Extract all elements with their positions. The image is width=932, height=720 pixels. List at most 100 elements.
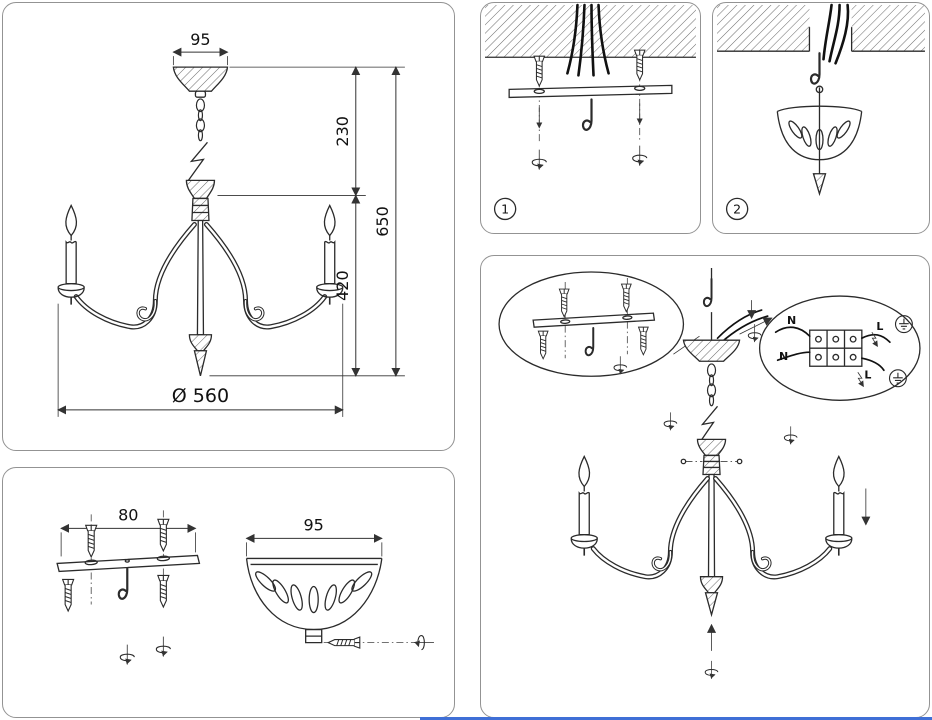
wire-n — [774, 326, 811, 338]
stem-cup — [696, 438, 727, 457]
center-stem — [196, 219, 205, 336]
bottom-accent-line — [420, 717, 932, 720]
dim-diameter: Ø 560 — [57, 303, 344, 417]
chain-icon — [706, 363, 717, 407]
step-2-badge: 2 — [725, 197, 749, 221]
stem-column — [191, 197, 210, 222]
screw-icon — [85, 524, 98, 558]
step-2-number: 2 — [733, 201, 741, 216]
dim-bracket-width-label: 80 — [118, 505, 138, 524]
hook-icon — [117, 567, 129, 600]
screw-icon — [533, 55, 546, 87]
mains-wires — [566, 3, 610, 77]
dimension-drawing: 95 — [57, 30, 405, 417]
screw-icon — [621, 283, 632, 313]
grub-screw-icon — [680, 458, 687, 465]
left-arm — [570, 455, 711, 580]
grub-screw-icon — [736, 458, 743, 465]
stem-column — [702, 454, 721, 476]
voltage-warning-icon — [857, 372, 864, 388]
chandelier-drawing — [57, 66, 344, 376]
rotation-arrow-icon — [532, 150, 546, 170]
bracket-canopy-panel: 80 95 — [2, 467, 455, 718]
rotation-arrow-icon — [414, 636, 434, 650]
hook-icon — [809, 52, 821, 85]
step-1-badge: 1 — [493, 197, 517, 221]
canopy-on-rod — [776, 85, 863, 197]
dim-upper-height-label: 230 — [333, 116, 352, 147]
install-step-1-panel: 1 — [480, 2, 701, 234]
ceiling-canopy — [172, 66, 229, 92]
rotation-arrow-icon — [633, 146, 647, 166]
rotation-arrow-icon — [784, 426, 797, 444]
bracket-canopy-drawing: 80 95 — [56, 505, 454, 717]
finial-bowl — [699, 576, 724, 594]
label-l-top: L — [876, 320, 883, 333]
mounting-bracket — [532, 312, 656, 328]
mounting-bracket-drawing: 80 — [56, 505, 201, 665]
stem-cup — [185, 179, 216, 200]
hook-icon — [584, 326, 595, 357]
screw-icon — [157, 574, 170, 608]
rod-tip — [812, 173, 827, 197]
wire-l — [776, 351, 811, 362]
rotation-arrow-icon — [120, 645, 134, 665]
ceiling-canopy — [682, 339, 741, 362]
chain-adjuster — [699, 405, 719, 442]
hook-icon — [581, 98, 593, 131]
left-arm — [57, 204, 197, 330]
mounting-bracket — [56, 554, 201, 573]
canopy-drawing: 95 — [245, 515, 434, 650]
screw-icon — [638, 326, 649, 356]
install-step-2-panel: 2 — [712, 2, 930, 234]
side-screw-icon — [327, 636, 361, 649]
dim-canopy-width-label: 95 — [303, 515, 323, 534]
assembly-chandelier — [570, 268, 871, 679]
assembly-panel: N L N L — [480, 255, 930, 718]
dim-diameter-label: Ø 560 — [172, 385, 229, 407]
screw-icon — [537, 330, 549, 360]
label-n-top: N — [787, 314, 796, 327]
wire — [720, 315, 769, 344]
label-l-bottom: L — [864, 368, 871, 381]
left-candle — [57, 204, 85, 306]
step-1-drawing: 1 — [485, 3, 696, 221]
dimension-panel: 95 — [2, 2, 455, 451]
step-1-number: 1 — [501, 201, 509, 216]
dim-lower-height-label: 420 — [333, 270, 352, 301]
screw-icon — [633, 49, 646, 81]
dim-total-height-label: 650 — [373, 206, 392, 237]
wire-out — [860, 333, 891, 344]
screw-icon — [157, 518, 170, 552]
chain-icon — [195, 98, 206, 142]
screw-icon — [558, 288, 570, 318]
right-arm — [713, 455, 853, 580]
hook-icon — [702, 277, 713, 308]
mains-wires — [822, 3, 850, 65]
left-candle — [570, 455, 599, 557]
rotation-arrow-icon — [705, 661, 718, 679]
rotation-arrow-icon — [748, 324, 761, 342]
dim-top-width-label: 95 — [190, 30, 210, 49]
step-2-drawing: 2 — [717, 3, 925, 221]
finial-tip — [193, 350, 208, 376]
ground-icon — [894, 315, 913, 334]
center-stem — [707, 473, 716, 578]
screw-icon — [62, 578, 75, 612]
bracket-detail-callout — [498, 271, 700, 377]
chain-adjuster — [187, 141, 208, 181]
dim-heights: 230 420 650 — [209, 66, 405, 377]
label-n-bottom: N — [779, 350, 788, 363]
rotation-arrow-icon — [664, 412, 677, 430]
right-candle — [824, 455, 853, 557]
rotation-arrow-icon — [156, 637, 170, 657]
canopy-knob — [194, 90, 207, 98]
wire-out — [860, 357, 885, 372]
mounting-bracket — [508, 84, 673, 99]
finial-tip — [704, 592, 719, 618]
voltage-warning-icon — [871, 331, 878, 348]
assembly-drawing: N L N L — [498, 268, 921, 717]
rotation-arrow-icon — [614, 356, 627, 374]
dim-top-width: 95 — [172, 30, 229, 66]
